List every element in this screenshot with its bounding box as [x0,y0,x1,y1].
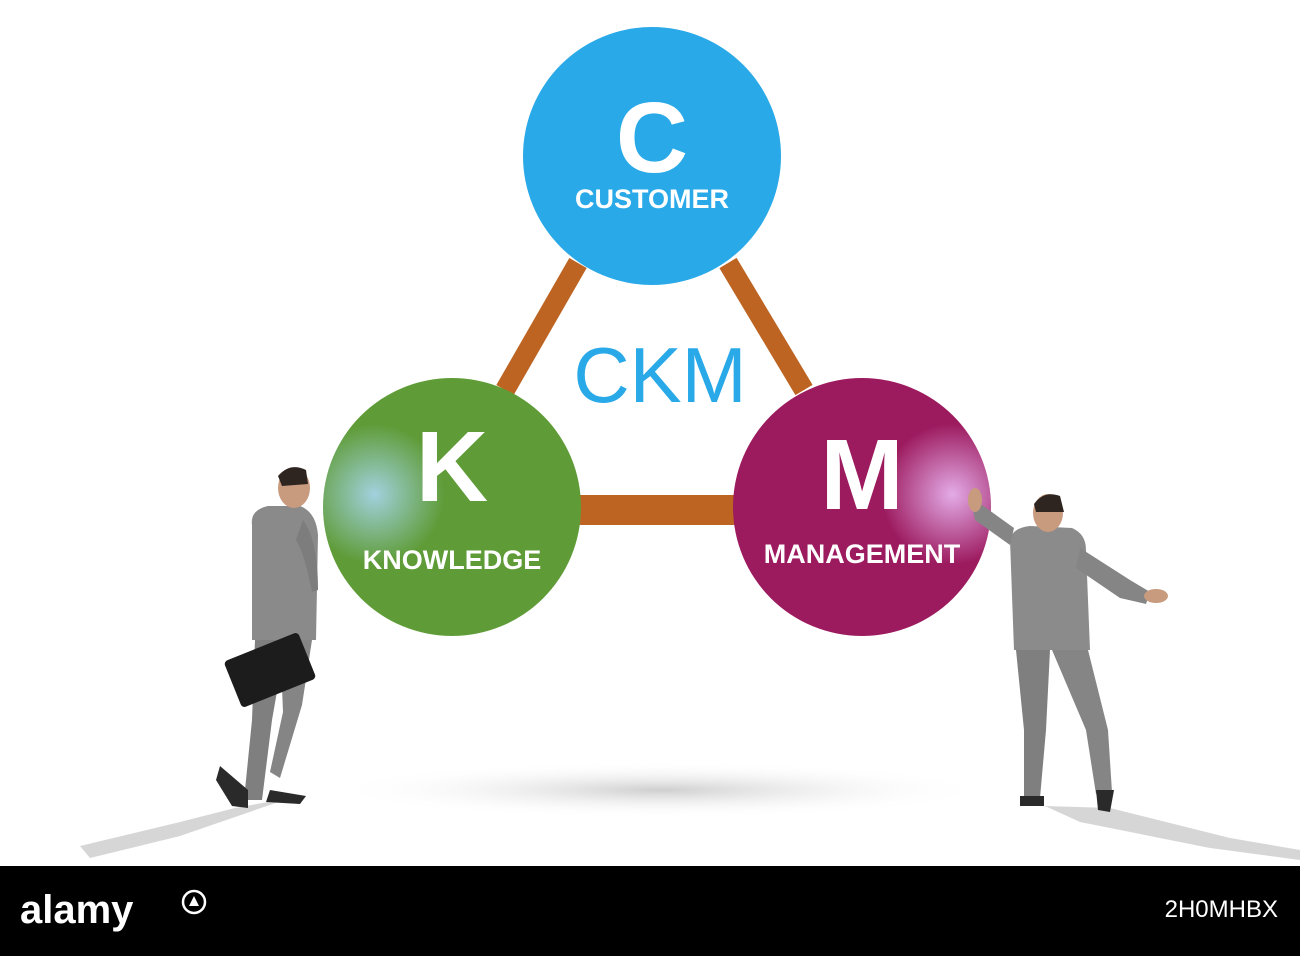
right-person-shadow [1045,806,1300,860]
businessman-right [968,488,1168,812]
customer-circle [523,27,781,285]
floor-shadow [330,762,990,818]
management-label: MANAGEMENT [763,539,961,569]
knowledge-circle-shine [323,378,581,636]
brand-logo-icon [181,889,207,915]
management-letter: M [820,419,904,531]
watermark-stock-id: 2H0MHBX [1164,896,1278,923]
customer-label: CUSTOMER [574,184,729,214]
left-person-shadow [80,798,290,858]
diagram-scene [80,27,1300,860]
businessman-left [216,467,318,808]
connector-customer-knowledge [496,258,587,395]
connector-customer-management [719,257,813,396]
management-circle-shine [733,378,991,636]
customer-letter: C [615,82,689,194]
watermark-brand: alamy [20,888,134,932]
watermark-bar [0,866,1300,956]
knowledge-letter: K [415,411,489,523]
center-acronym: CKM [573,331,747,419]
knowledge-label: KNOWLEDGE [362,545,542,575]
